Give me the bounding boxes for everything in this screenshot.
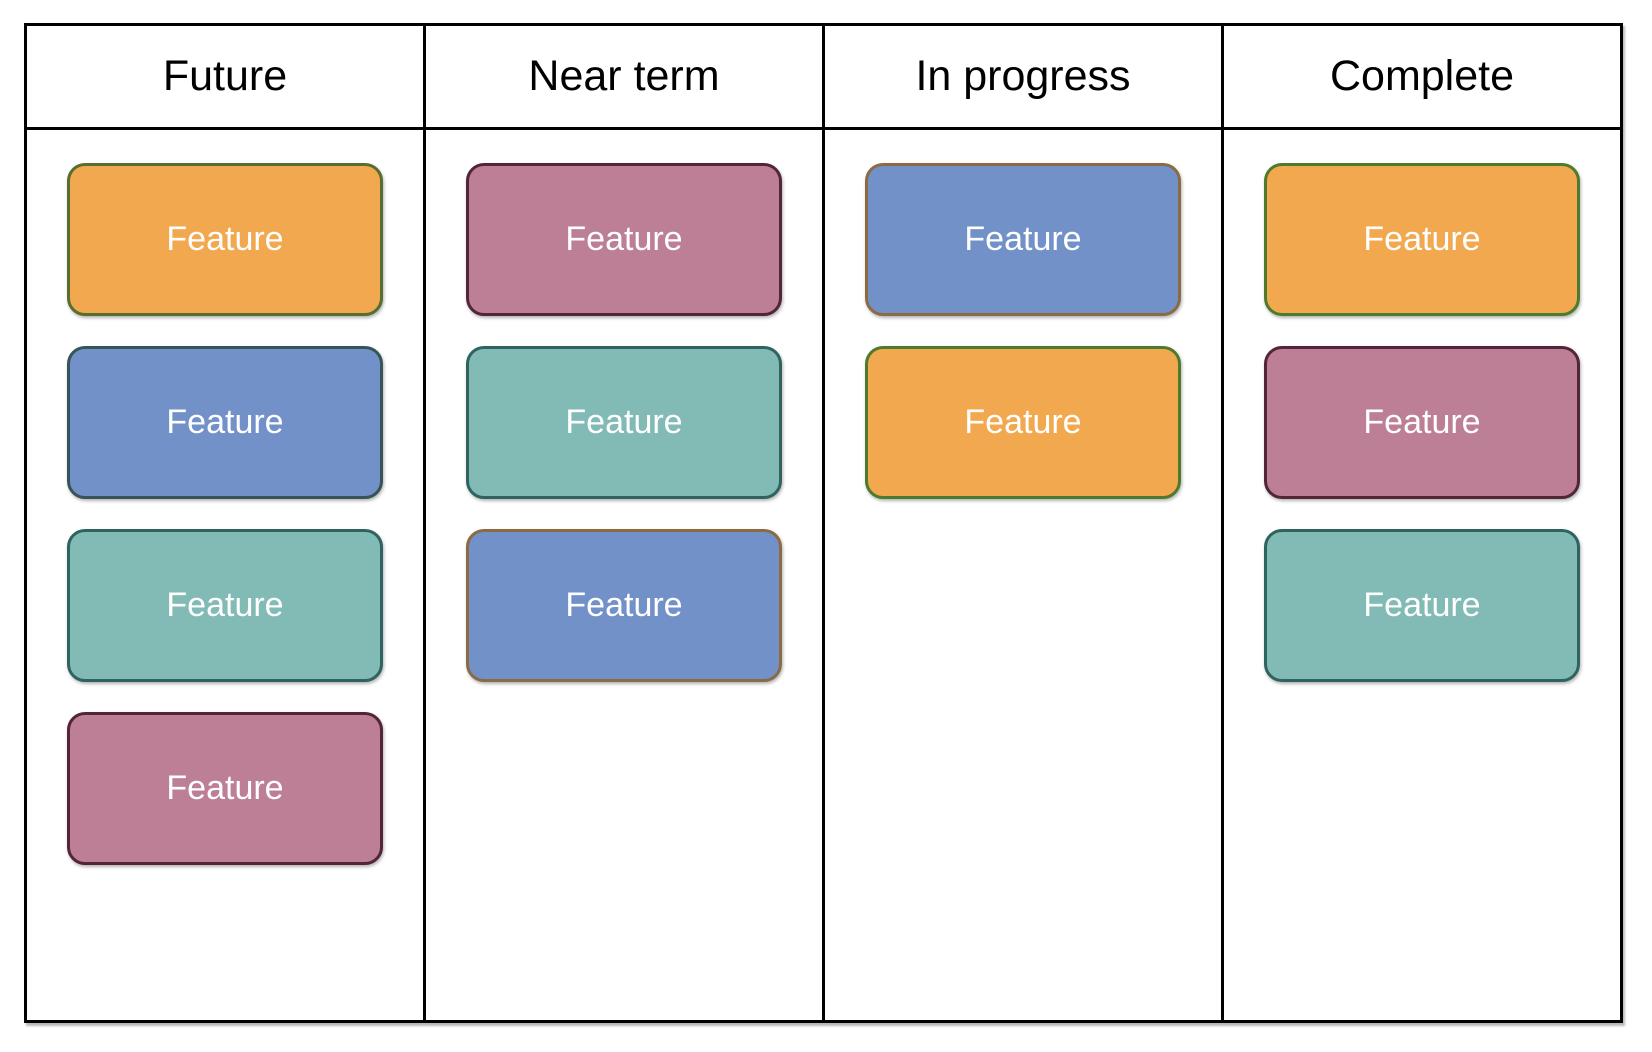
feature-card[interactable]: Feature <box>67 712 383 865</box>
feature-card[interactable]: Feature <box>67 529 383 682</box>
feature-card-label: Feature <box>166 769 284 807</box>
feature-card[interactable]: Feature <box>865 163 1181 316</box>
feature-card-label: Feature <box>565 586 683 624</box>
feature-card[interactable]: Feature <box>67 346 383 499</box>
feature-card-label: Feature <box>1363 586 1481 624</box>
feature-card[interactable]: Feature <box>1264 163 1580 316</box>
column-header-near-term: Near term <box>426 26 822 130</box>
feature-card[interactable]: Feature <box>1264 529 1580 682</box>
feature-card[interactable]: Feature <box>466 346 782 499</box>
column-in-progress: In progress Feature Feature <box>825 26 1224 1020</box>
feature-card-label: Feature <box>565 220 683 258</box>
feature-card-label: Feature <box>166 586 284 624</box>
kanban-board: Future Feature Feature Feature Feature N… <box>24 23 1623 1023</box>
column-complete: Complete Feature Feature Feature <box>1224 26 1620 1020</box>
feature-card[interactable]: Feature <box>466 529 782 682</box>
column-body-future: Feature Feature Feature Feature <box>27 130 423 1020</box>
feature-card-label: Feature <box>964 220 1082 258</box>
column-body-in-progress: Feature Feature <box>825 130 1221 1020</box>
column-header-future: Future <box>27 26 423 130</box>
feature-card[interactable]: Feature <box>865 346 1181 499</box>
column-header-in-progress: In progress <box>825 26 1221 130</box>
column-future: Future Feature Feature Feature Feature <box>27 26 426 1020</box>
column-body-complete: Feature Feature Feature <box>1224 130 1620 1020</box>
feature-card[interactable]: Feature <box>1264 346 1580 499</box>
column-near-term: Near term Feature Feature Feature <box>426 26 825 1020</box>
feature-card-label: Feature <box>1363 220 1481 258</box>
feature-card-label: Feature <box>964 403 1082 441</box>
column-body-near-term: Feature Feature Feature <box>426 130 822 1020</box>
feature-card-label: Feature <box>166 220 284 258</box>
feature-card-label: Feature <box>565 403 683 441</box>
feature-card-label: Feature <box>1363 403 1481 441</box>
feature-card[interactable]: Feature <box>466 163 782 316</box>
column-header-complete: Complete <box>1224 26 1620 130</box>
feature-card[interactable]: Feature <box>67 163 383 316</box>
feature-card-label: Feature <box>166 403 284 441</box>
